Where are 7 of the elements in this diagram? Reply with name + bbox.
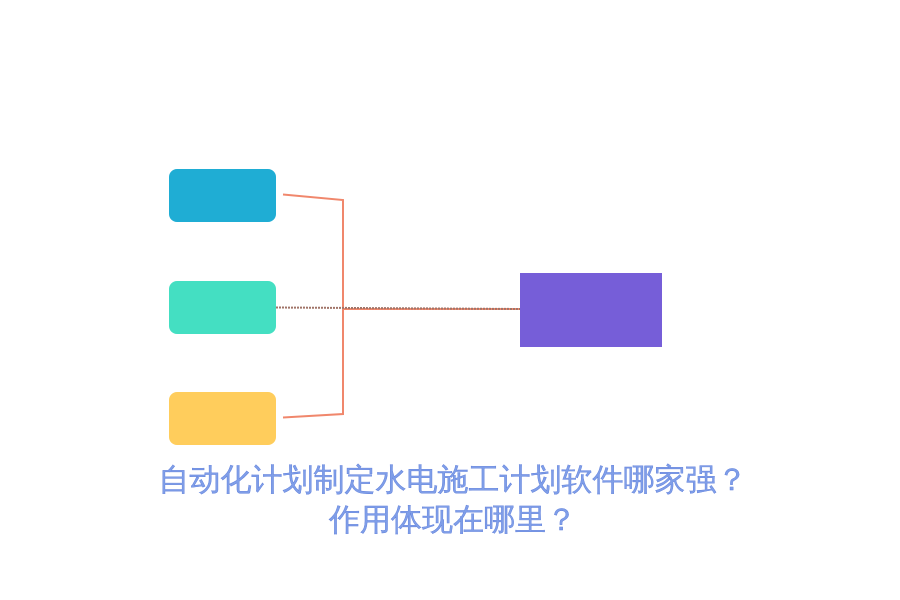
dashed-connector <box>276 306 520 310</box>
title: 自动化计划制定水电施工计划软件哪家强？作用体现在哪里？ <box>158 461 748 540</box>
source-box <box>169 169 276 222</box>
source-box <box>169 392 276 445</box>
bracket-connector <box>282 308 520 418</box>
source-box <box>169 281 276 334</box>
target-box <box>520 273 662 347</box>
